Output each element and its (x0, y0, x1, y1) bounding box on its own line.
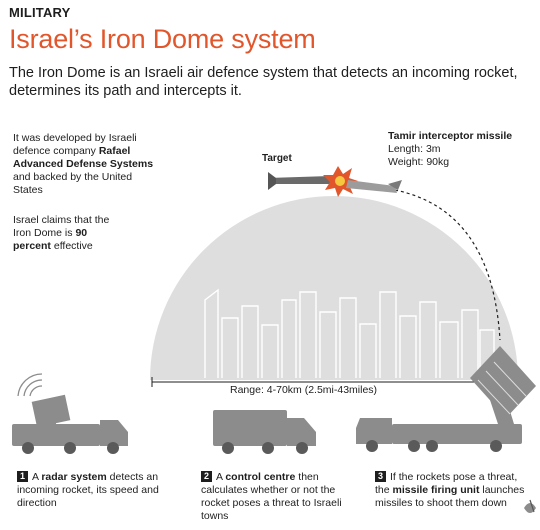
missile-launcher-icon (356, 346, 536, 452)
missile-specs: Tamir interceptor missile Length: 3m Wei… (388, 130, 538, 169)
interceptor-trajectory (394, 189, 501, 341)
interceptor-missile-icon (346, 180, 402, 193)
target-rocket-icon (268, 172, 340, 190)
missile-length: Length: 3m (388, 143, 441, 155)
missile-weight: Weight: 90kg (388, 156, 450, 168)
explosion-icon (323, 166, 358, 197)
control-centre-truck-icon (213, 410, 316, 454)
target-label: Target (262, 153, 292, 164)
page-title: Israel’s Iron Dome system (9, 24, 316, 54)
step-number: 3 (375, 471, 386, 482)
radar-truck-icon (12, 394, 128, 454)
logo-icon (524, 499, 536, 513)
missile-title: Tamir interceptor missile (388, 130, 513, 142)
signal-waves-icon (17, 373, 43, 397)
launcher-tubes (477, 361, 527, 415)
effectiveness-note: Israel claims that the Iron Dome is 90 p… (13, 214, 110, 252)
developer-note: It was developed by Israeli defence comp… (13, 132, 154, 196)
section-kicker: MILITARY (9, 5, 71, 20)
range-label: Range: 4-70km (2.5mi-43miles) (230, 384, 378, 396)
step-number: 1 (17, 471, 28, 482)
intro-text: The Iron Dome is an Israeli air defence … (9, 65, 518, 99)
step-number: 2 (201, 471, 212, 482)
